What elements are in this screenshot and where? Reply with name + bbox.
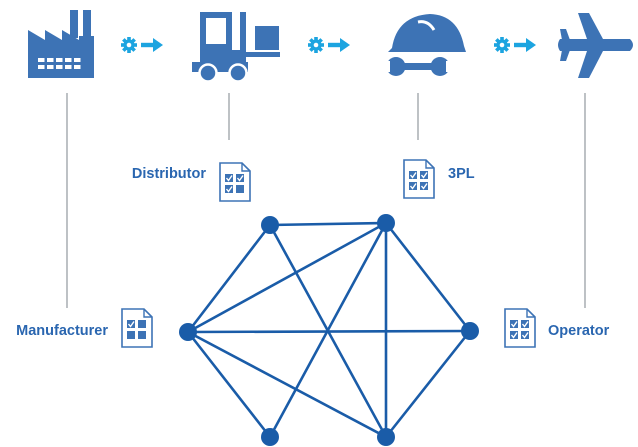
network-nodes bbox=[179, 214, 479, 446]
network-node bbox=[179, 323, 197, 341]
document-checklist-icon bbox=[121, 308, 153, 348]
network-node bbox=[461, 322, 479, 340]
network-node bbox=[261, 428, 279, 446]
airplane-icon bbox=[558, 13, 633, 78]
gear-arrow-icon bbox=[494, 37, 536, 53]
network-edge bbox=[268, 221, 388, 227]
network-edge bbox=[268, 221, 388, 439]
distributor-label: Distributor bbox=[132, 166, 206, 182]
network-edge bbox=[384, 329, 472, 439]
network-edges bbox=[186, 221, 472, 439]
network-edge bbox=[186, 330, 388, 439]
document-checklist-icon bbox=[403, 159, 435, 199]
network-edge bbox=[186, 330, 272, 439]
operator-label: Operator bbox=[548, 323, 610, 339]
threepl-label: 3PL bbox=[448, 166, 475, 182]
hardhat-wrench-icon bbox=[383, 14, 466, 76]
network-node bbox=[377, 214, 395, 232]
document-checklist-icon bbox=[219, 162, 251, 202]
network-node bbox=[377, 428, 395, 446]
network-edge bbox=[186, 223, 272, 334]
forklift-icon bbox=[192, 12, 280, 83]
network-edge bbox=[384, 221, 472, 333]
gear-arrow-icon bbox=[308, 37, 350, 53]
manufacturer-label: Manufacturer bbox=[16, 323, 108, 339]
stage-connector-lines bbox=[66, 93, 586, 308]
gear-arrow-icon bbox=[121, 37, 163, 53]
factory-icon bbox=[28, 10, 94, 78]
network-node bbox=[261, 216, 279, 234]
document-checklist-icon bbox=[504, 308, 536, 348]
network-edge bbox=[186, 221, 388, 334]
